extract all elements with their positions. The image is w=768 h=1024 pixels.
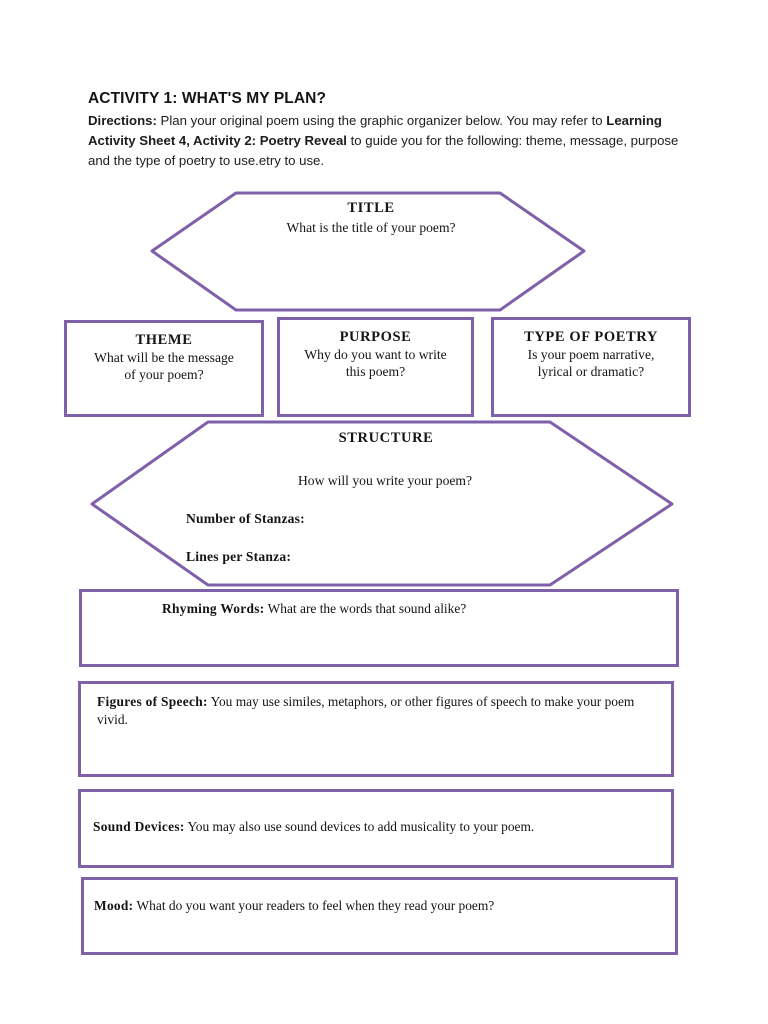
directions-text-part2: to guide you for the following: theme, m… — [88, 133, 679, 169]
structure-hexagon-question: How will you write your poem? — [297, 473, 473, 488]
type-of-poetry-box-question-line1: Is your poem narrative, — [527, 347, 655, 362]
structure-lines-per-stanza-field[interactable]: Lines per Stanza: — [186, 549, 292, 564]
structure-number-of-stanzas-field[interactable]: Number of Stanzas: — [186, 511, 305, 526]
structure-hexagon-content: STRUCTURE How will you write your poem? … — [90, 420, 674, 565]
figures-of-speech-prompt: Figures of Speech: You may use similes, … — [97, 693, 661, 729]
mood-label: Mood: — [94, 898, 134, 913]
rhyming-words-box-content: Rhyming Words: What are the words that s… — [82, 592, 676, 618]
directions-text-part1: Plan your original poem using the graphi… — [156, 113, 607, 128]
sound-devices-label: Sound Devices: — [93, 819, 185, 834]
theme-box-heading: THEME — [135, 332, 193, 348]
mood-box-content: Mood: What do you want your readers to f… — [84, 880, 675, 915]
purpose-box-heading: PURPOSE — [339, 329, 412, 345]
page-title: ACTIVITY 1: WHAT'S MY PLAN? — [88, 90, 327, 107]
title-hexagon-content: TITLE What is the title of your poem? — [150, 191, 586, 236]
structure-hexagon: STRUCTURE How will you write your poem? … — [90, 420, 674, 588]
type-of-poetry-box-content: TYPE OF POETRY Is your poem narrative, l… — [494, 320, 688, 381]
type-of-poetry-box-question-line2: lyrical or dramatic? — [537, 364, 645, 380]
directions-paragraph: Directions: Plan your original poem usin… — [88, 111, 688, 171]
mood-prompt: Mood: What do you want your readers to f… — [94, 897, 665, 915]
purpose-box[interactable]: PURPOSE Why do you want to write this po… — [277, 317, 474, 417]
purpose-box-question-line1: Why do you want to write — [304, 347, 447, 362]
rhyming-words-box[interactable]: Rhyming Words: What are the words that s… — [79, 589, 679, 667]
directions-label: Directions: — [88, 113, 157, 128]
rhyming-words-prompt: Rhyming Words: What are the words that s… — [162, 600, 666, 618]
directions-reference: Learning Activity Sheet 4, Activity 2: P… — [88, 113, 662, 149]
structure-hexagon-heading: STRUCTURE — [338, 430, 434, 446]
type-of-poetry-box[interactable]: TYPE OF POETRY Is your poem narrative, l… — [491, 317, 691, 417]
rhyming-words-label: Rhyming Words: — [162, 601, 265, 616]
structure-hexagon-shape — [90, 420, 674, 588]
figures-of-speech-text: You may use similes, metaphors, or other… — [97, 694, 635, 728]
sound-devices-box-content: Sound Devices: You may also use sound de… — [81, 792, 671, 836]
title-hexagon-question: What is the title of your poem? — [286, 220, 456, 235]
sound-devices-text: You may also use sound devices to add mu… — [184, 819, 535, 834]
figures-of-speech-box-content: Figures of Speech: You may use similes, … — [81, 684, 671, 729]
figures-of-speech-label: Figures of Speech: — [97, 694, 208, 709]
figures-of-speech-box[interactable]: Figures of Speech: You may use similes, … — [78, 681, 674, 777]
worksheet-header: ACTIVITY 1: WHAT'S MY PLAN? Directions: … — [88, 90, 688, 171]
theme-box-content: THEME What will be the message of your p… — [67, 323, 261, 384]
type-of-poetry-box-heading: TYPE OF POETRY — [524, 329, 658, 345]
theme-box[interactable]: THEME What will be the message of your p… — [64, 320, 264, 417]
theme-box-question-line2: of your poem? — [124, 367, 204, 383]
mood-box[interactable]: Mood: What do you want your readers to f… — [81, 877, 678, 955]
purpose-box-question-line2: this poem? — [345, 364, 406, 380]
mood-text: What do you want your readers to feel wh… — [133, 898, 495, 913]
title-hexagon-heading: TITLE — [347, 200, 395, 216]
title-hexagon-shape — [150, 191, 586, 313]
purpose-box-content: PURPOSE Why do you want to write this po… — [280, 320, 471, 381]
theme-box-question-line1: What will be the message — [94, 350, 234, 365]
sound-devices-prompt: Sound Devices: You may also use sound de… — [93, 818, 661, 836]
sound-devices-box[interactable]: Sound Devices: You may also use sound de… — [78, 789, 674, 868]
title-hexagon: TITLE What is the title of your poem? — [150, 191, 586, 313]
rhyming-words-text: What are the words that sound alike? — [264, 601, 467, 616]
